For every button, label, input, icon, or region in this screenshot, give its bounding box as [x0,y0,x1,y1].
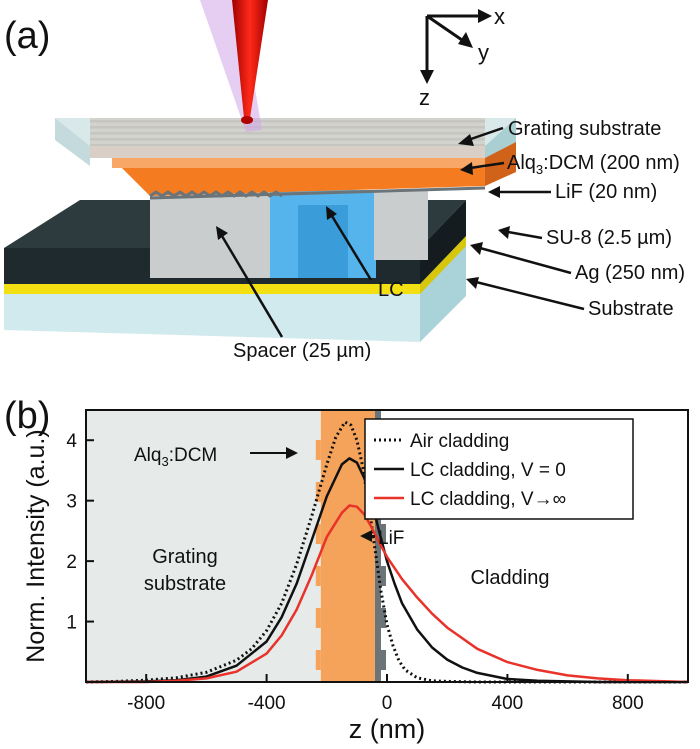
alq3-tooth [315,524,321,544]
x-tick-label: 800 [612,693,644,714]
lif-tooth [380,566,386,586]
alq3-tooth [315,440,321,460]
alq3-tooth [315,482,321,502]
alq3-tooth [315,650,321,670]
spacer-right [374,190,428,260]
lif-tooth [380,524,386,544]
region-label-grating-line2: substrate [144,573,226,595]
label-lif: LiF (20 nm) [555,181,657,203]
region-2 [374,410,381,682]
axis-y-label: y [478,40,489,65]
panel-a: (a) x y z [4,0,685,362]
x-tick-label: -400 [248,693,286,714]
spacer-channel [298,205,348,278]
alq3-layer [112,142,516,200]
label-su8: SU-8 (2.5 µm) [546,227,672,249]
laser-beams [200,0,268,132]
series-line-0 [85,420,688,684]
y-tick-label: 3 [66,492,77,513]
panel-a-labels: Grating substrate Alq3:DCM (200 nm) LiF … [233,118,685,362]
y-tick-label: 4 [66,431,77,452]
panel-b: (b) -800 -400 0 400 800 1 2 3 4 z (nm) Norm. Int… [4,395,689,744]
annotation-alq3: Alq3:DCM [134,445,217,469]
region-label-cladding: Cladding [471,567,550,589]
label-grating-substrate: Grating substrate [508,118,661,140]
legend-label-lc-vinf: LC cladding, V→∞ [410,489,566,510]
alq3-tooth [315,608,321,628]
axis-z-label: z [419,85,430,110]
legend-box [364,418,634,520]
y-tick-label: 2 [66,552,77,573]
x-tick-label: 0 [382,693,393,714]
x-tick-label: 400 [492,693,524,714]
y-axis-title: Norm. Intensity (a.u.) [22,429,50,662]
lif-tooth [380,650,386,670]
label-alq3: Alq3:DCM (200 nm) [507,152,680,177]
series-line-2 [86,504,689,684]
pointer-arrows [216,126,585,338]
legend-label-lc-v0: LC cladding, V = 0 [410,460,566,481]
x-axis-title: z (nm) [349,714,426,744]
panel-a-label: (a) [4,15,50,57]
label-lc: LC [378,279,404,301]
panel-b-label: (b) [4,395,50,437]
y-tick-label: 1 [66,613,77,634]
coordinate-axes [420,9,492,84]
x-tick-label: -800 [127,693,165,714]
axis-x-label: x [494,4,505,29]
annotation-lif-arrow [360,530,375,542]
axis-ticks: -800 -400 0 400 800 1 2 3 4 [66,431,643,714]
label-ag: Ag (250 nm) [575,262,685,284]
annotation-alq3-arrow [250,447,298,459]
annotation-lif: LiF [378,528,404,549]
alq3-tooth [315,566,321,586]
label-substrate: Substrate [588,298,674,320]
label-spacer: Spacer (25 µm) [233,340,371,362]
legend: Air cladding LC cladding, V = 0 LC cladd… [364,418,634,520]
region-label-grating-line1: Grating [152,546,218,568]
legend-label-air: Air cladding [410,431,509,452]
spacer-lc-region [150,190,428,278]
plot-regions [86,410,381,682]
lif-tooth [380,608,386,628]
spacer-left [150,190,272,278]
ag-layer [4,236,466,294]
